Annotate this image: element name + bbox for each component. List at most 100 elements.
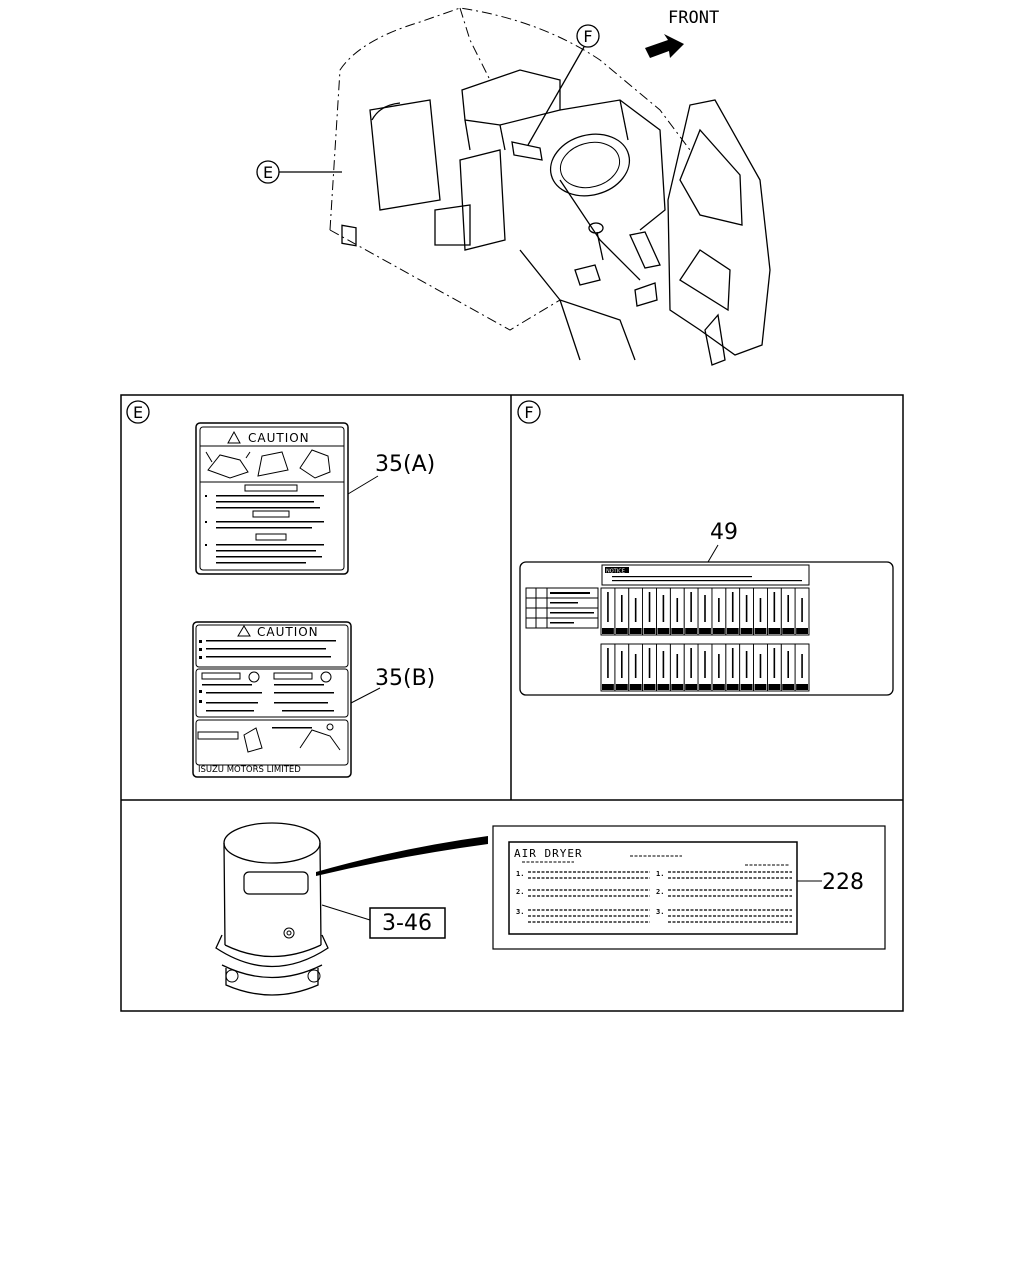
caution-label-a: CAUTION	[195, 422, 349, 575]
item-number: 3.	[516, 908, 524, 916]
fuse-slot-mark	[634, 654, 637, 678]
fuse-slot-mark	[801, 598, 803, 622]
fuse-slot	[794, 587, 810, 636]
fuse-slot-mark	[621, 651, 623, 678]
fuse-slot-mark	[773, 592, 776, 622]
fuse-row-upper	[600, 587, 810, 636]
callout-f-letter: F	[583, 27, 592, 46]
fuse-slot-number	[671, 628, 684, 634]
item-number: 3.	[656, 908, 664, 916]
fuse-slot-mark	[745, 651, 748, 678]
fuse-slot-mark	[704, 595, 706, 622]
fuse-slot-mark	[648, 592, 651, 622]
fuse-slot-number	[643, 628, 656, 634]
fuse-slot-number	[782, 684, 795, 690]
panel-air-dryer: 3-46 AIR DRYER 1. 2. 3. 1. 2. 3. 228	[215, 822, 886, 996]
fuse-slot-mark	[745, 595, 748, 622]
fuse-slot-number	[768, 684, 781, 690]
fuse-slot-mark	[690, 648, 692, 678]
fuse-slot-mark	[718, 654, 720, 678]
fuse-slot-mark	[634, 598, 637, 622]
front-label: FRONT	[668, 8, 719, 28]
fuse-slot-mark	[731, 648, 734, 678]
fuse-slot-number	[643, 684, 656, 690]
fuse-slot-number	[740, 684, 753, 690]
fuse-slot-mark	[648, 648, 651, 678]
fuse-label-title: NOTICE	[606, 569, 625, 575]
fuse-slot-mark	[801, 654, 803, 678]
fuse-slot-mark	[731, 592, 734, 622]
air-dryer-label: AIR DRYER 1. 2. 3. 1. 2. 3.	[492, 825, 886, 950]
panel-e-letter: E	[133, 403, 143, 422]
fuse-slot-number	[699, 684, 711, 690]
label-a-text-lines	[205, 495, 324, 564]
fuse-slot-mark	[662, 595, 665, 622]
fuse-slot-number	[629, 628, 642, 634]
fuse-row-lower	[600, 643, 810, 692]
callout-e-letter: E	[263, 163, 273, 182]
fuse-slot-number	[726, 628, 739, 634]
cab-illustration: E F FRONT	[256, 7, 771, 366]
detail-panels-frame	[120, 394, 904, 1012]
panel-f-letter: F	[524, 403, 533, 422]
fuse-slot-mark	[787, 595, 789, 622]
item-number: 2.	[656, 888, 664, 896]
fuse-slot-number	[615, 684, 628, 690]
fuse-slot-mark	[607, 592, 609, 622]
fuse-slot-number	[699, 628, 711, 634]
fuse-slot-number	[602, 628, 614, 634]
item-number: 1.	[656, 870, 664, 878]
fuse-slot-mark	[704, 651, 706, 678]
panel-e: E CAUTION	[126, 400, 435, 778]
fuse-slot-number	[768, 628, 781, 634]
fuse-slot-number	[782, 628, 795, 634]
label-b-title: CAUTION	[257, 625, 319, 639]
front-arrow-icon	[645, 34, 684, 58]
fuse-slot-number	[657, 628, 670, 634]
label-a-title: CAUTION	[248, 431, 310, 445]
cab-tilt-pictogram-icon	[205, 449, 331, 479]
fuse-slot-number	[685, 628, 698, 634]
part-number-228: 228	[822, 870, 864, 895]
part-number-3-46: 3-46	[382, 911, 432, 936]
fuse-slot-number	[629, 684, 642, 690]
air-dryer-text-lines	[528, 871, 792, 923]
fuse-slot-mark	[676, 654, 679, 678]
fuse-slot-number	[754, 628, 767, 634]
panel-f: F 49 NOTICE	[517, 400, 894, 696]
label-b-footer: ISUZU MOTORS LIMITED	[198, 765, 301, 775]
warning-triangle-icon	[237, 625, 251, 637]
air-dryer-cylinder	[215, 822, 488, 996]
fuse-slot-number	[602, 684, 614, 690]
fuse-slot-mark	[662, 651, 665, 678]
item-number: 2.	[516, 888, 524, 896]
fuse-slot-mark	[676, 598, 679, 622]
item-number: 1.	[516, 870, 524, 878]
caution-label-b: CAUTION	[192, 621, 352, 778]
fuse-slot-mark	[690, 592, 692, 622]
fuse-slot-number	[754, 684, 767, 690]
part-number-35b: 35(B)	[375, 666, 435, 691]
fuse-slot-number	[796, 684, 808, 690]
fuse-slot-number	[712, 628, 725, 634]
air-dryer-label-title: AIR DRYER	[514, 847, 583, 860]
fuse-slot-number	[685, 684, 698, 690]
fuse-slot-number	[615, 628, 628, 634]
fuse-slot-mark	[759, 654, 762, 678]
fuse-slot-number	[657, 684, 670, 690]
fuse-slot-mark	[621, 595, 623, 622]
fuse-slot-number	[726, 684, 739, 690]
fuse-slot-number	[740, 628, 753, 634]
part-number-49: 49	[710, 520, 738, 545]
fuse-slot-mark	[718, 598, 720, 622]
fuse-slot-number	[796, 628, 808, 634]
fuse-slot-number	[671, 684, 684, 690]
part-number-35a: 35(A)	[375, 452, 435, 477]
fuse-slot-mark	[759, 598, 762, 622]
fuse-slot-number	[712, 684, 725, 690]
fuse-box-label: NOTICE	[519, 561, 894, 696]
fuse-slot-mark	[607, 648, 609, 678]
fuse-slot-mark	[773, 648, 776, 678]
warning-triangle-icon	[227, 430, 241, 444]
